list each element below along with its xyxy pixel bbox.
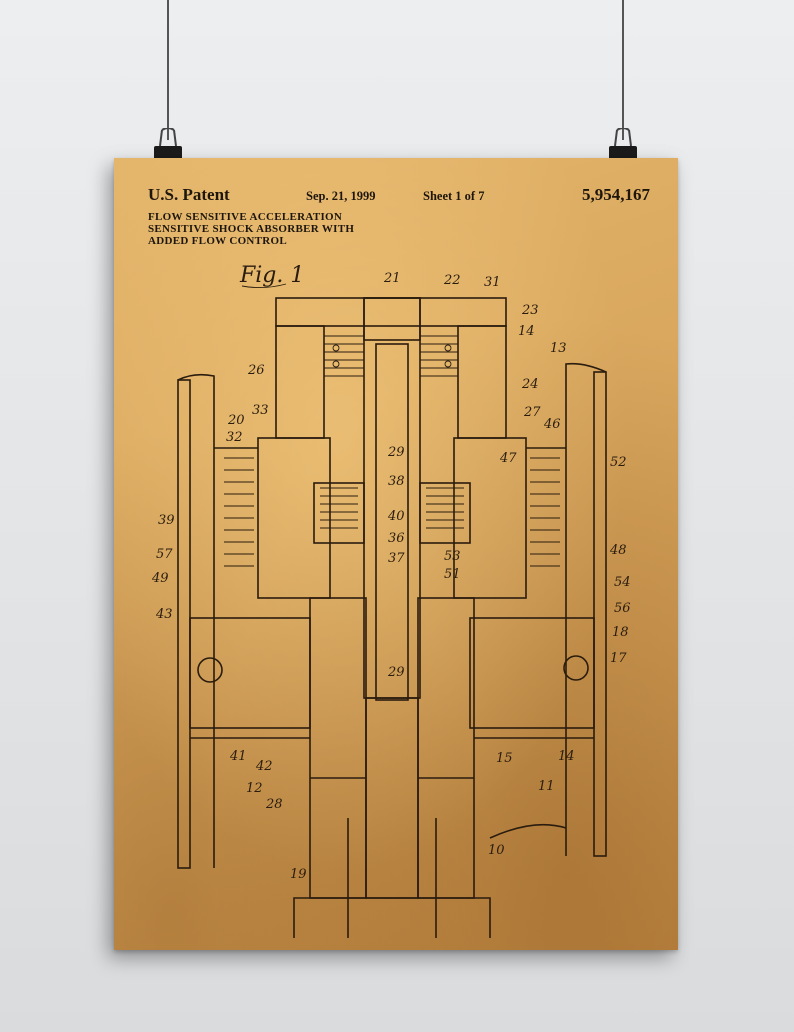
ref-label: 56 [614,601,631,616]
ref-label: 12 [246,781,263,796]
ref-label: 11 [538,779,555,794]
ref-label: 29 [387,445,405,460]
ref-label: 24 [521,377,539,392]
hanging-wire-right [622,0,624,140]
ref-label: 41 [229,749,247,764]
ref-label: 23 [521,303,539,318]
patent-number: 5,954,167 [582,185,650,204]
figure-label-underline [241,283,287,289]
ref-label: 38 [388,474,405,489]
ref-label: 18 [612,625,629,640]
ref-label: 32 [226,430,243,445]
hanging-wire-left [167,0,169,140]
ref-label: 31 [484,275,501,290]
shock-absorber-section [177,297,607,938]
ref-label: 36 [388,531,405,546]
patent-poster: U.S. Patent Sep. 21, 1999 Sheet 1 of 7 5… [114,158,678,950]
ref-label: 57 [156,547,173,562]
ref-label: 28 [265,797,283,812]
reference-numerals: 21 22 31 23 14 13 26 24 33 20 27 46 32 2… [151,271,631,882]
ref-label: 39 [158,513,175,528]
ref-label: 43 [155,607,173,622]
ref-label: 48 [609,543,627,558]
ref-label: 15 [496,751,513,766]
ref-label: 19 [290,867,307,882]
ref-label: 53 [444,549,461,564]
ref-label: 22 [443,273,461,288]
patent-office: U.S. Patent [148,185,230,204]
ref-label: 49 [151,571,169,586]
ref-label: 37 [388,551,405,566]
ref-label: 26 [247,363,265,378]
patent-title-line-2: SENSITIVE SHOCK ABSORBER WITH [148,223,355,235]
patent-date: Sep. 21, 1999 [306,189,376,203]
ref-label: 47 [499,451,517,466]
ref-label: 21 [383,271,401,286]
patent-title-line-3: ADDED FLOW CONTROL [148,235,288,247]
ref-label: 42 [255,759,273,774]
ref-label: 13 [550,341,567,356]
ref-label: 14 [558,749,575,764]
ref-label: 20 [227,413,245,428]
ref-label: 14 [518,324,535,339]
figure-label: Fig. 1 [239,263,304,288]
ref-label: 46 [543,417,561,432]
ref-label: 52 [610,455,627,470]
ref-label: 27 [523,405,541,420]
ref-label: 54 [614,575,631,590]
ref-label: 40 [387,509,405,524]
patent-title-line-1: FLOW SENSITIVE ACCELERATION [148,211,343,223]
ref-label: 17 [610,651,627,666]
patent-sheet: Sheet 1 of 7 [423,189,485,203]
ref-label: 29 [387,665,405,680]
patent-drawing: Fig. 1 [151,263,631,938]
ref-label: 10 [488,843,505,858]
ref-label: 51 [444,567,461,582]
ref-label: 33 [252,403,269,418]
